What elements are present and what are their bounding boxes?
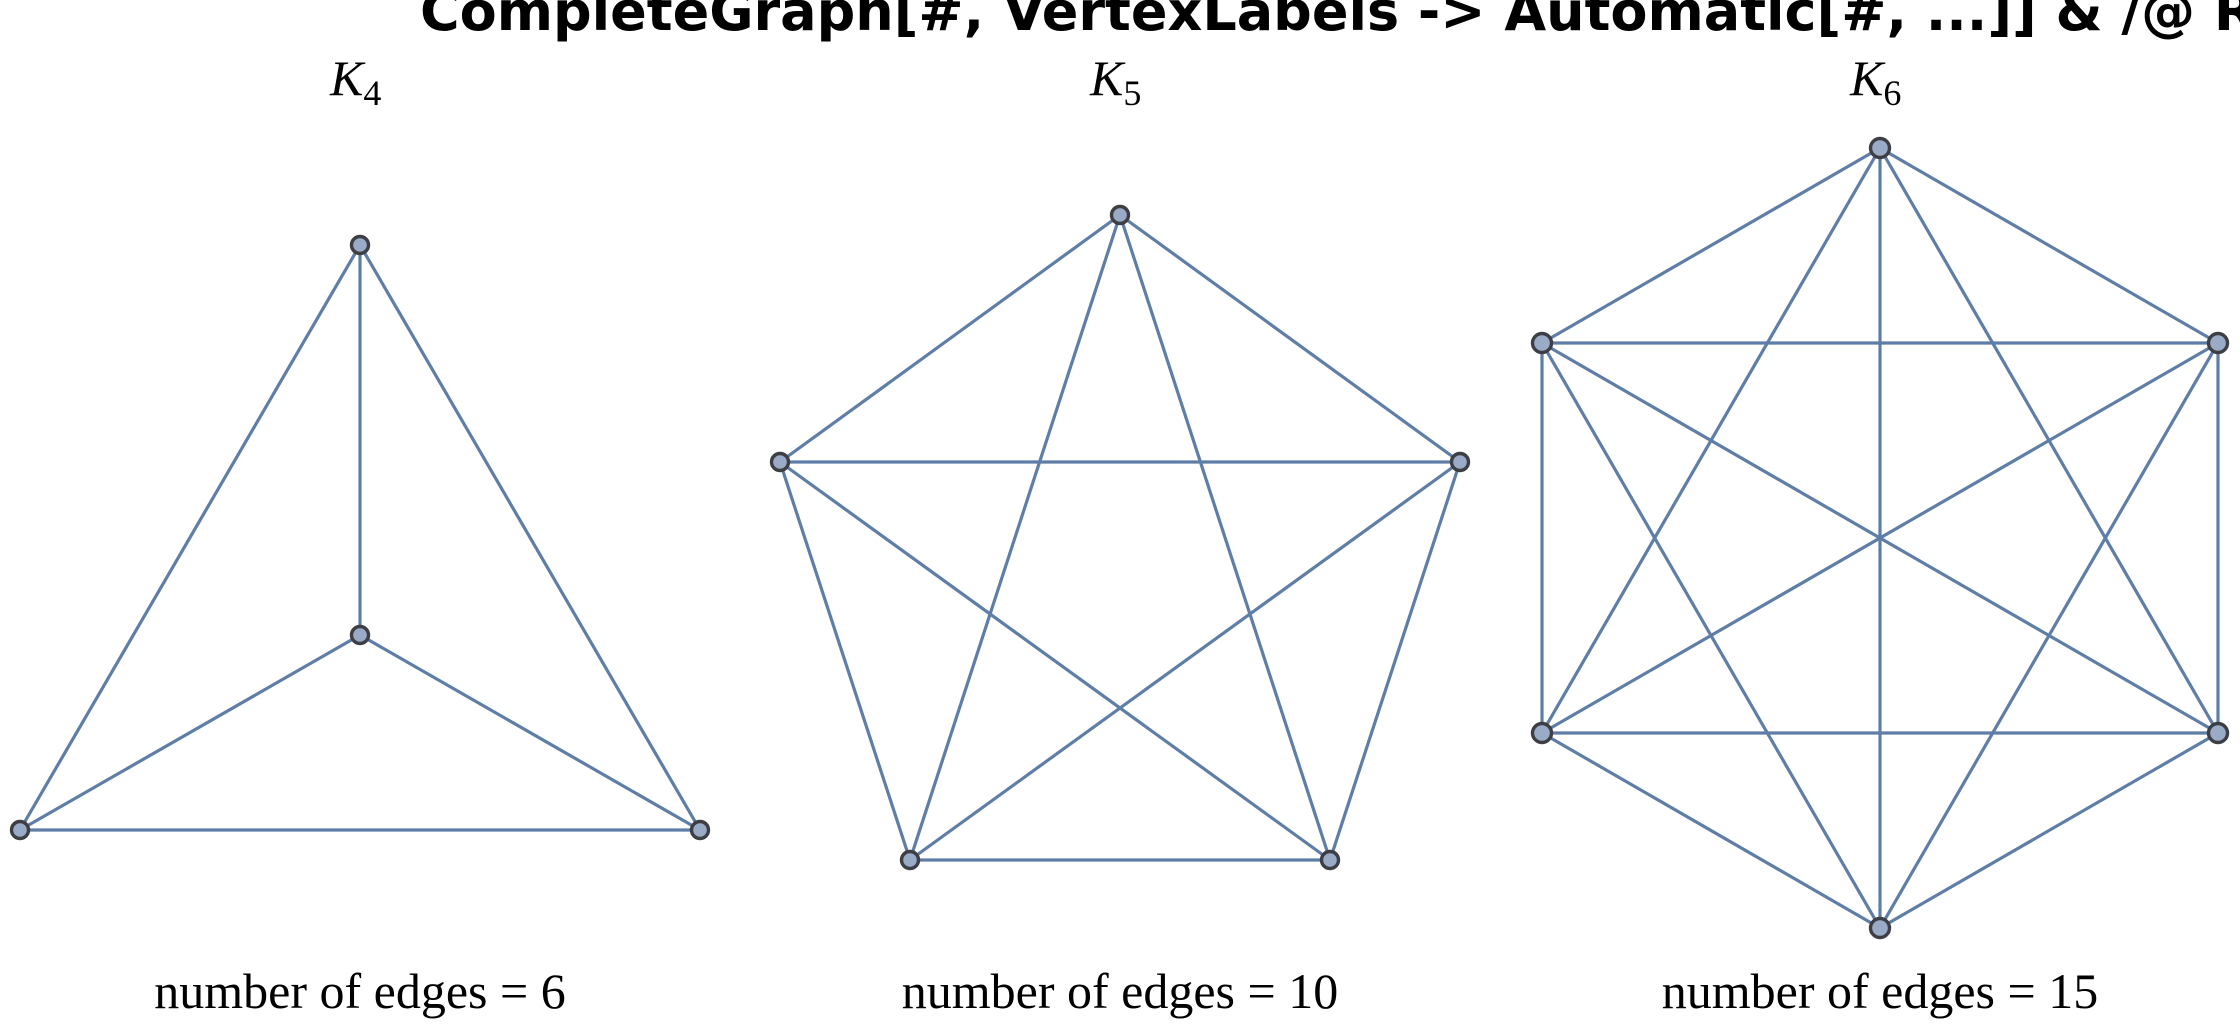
k5-edge-4-5 bbox=[778, 461, 912, 861]
k6-vertex-1 bbox=[1868, 136, 1892, 160]
graph-k4 bbox=[9, 234, 711, 841]
title-base-k4: K bbox=[329, 50, 366, 106]
graph-k5-vertices bbox=[769, 204, 1471, 871]
graph-k5-edges bbox=[778, 213, 1462, 862]
k6-vertex-3 bbox=[2206, 721, 2230, 745]
k6-edge-3-4 bbox=[1879, 731, 2219, 930]
k6-vertex-5 bbox=[1530, 721, 1554, 745]
k6-edge-1-6 bbox=[1541, 146, 1881, 345]
k4-vertex-2 bbox=[349, 624, 371, 646]
k5-edge-1-4 bbox=[908, 214, 1122, 861]
k5-edge-1-3 bbox=[1118, 214, 1332, 861]
k5-edge-1-2 bbox=[1119, 213, 1461, 464]
graph-k4-vertices bbox=[9, 234, 711, 841]
k5-vertex-1 bbox=[1109, 204, 1131, 226]
k6-edge-4-5 bbox=[1541, 731, 1881, 930]
k4-edge-2-3 bbox=[19, 633, 361, 832]
top-code-line: CompleteGraph[#, VertexLabels -> Automat… bbox=[420, 0, 2240, 43]
title-base-k5: K bbox=[1089, 50, 1126, 106]
k6-edge-4-6 bbox=[1540, 342, 1882, 929]
k5-edge-1-5 bbox=[779, 213, 1121, 464]
graph-k5 bbox=[769, 204, 1471, 871]
k5-edge-2-4 bbox=[909, 460, 1461, 862]
graph-k6 bbox=[1530, 136, 2230, 940]
graph-k4-edges bbox=[18, 244, 702, 832]
title-sub-k6: 6 bbox=[1883, 73, 1901, 113]
title-sub-k4: 4 bbox=[363, 73, 381, 113]
k5-vertex-4 bbox=[899, 849, 921, 871]
k6-vertex-4 bbox=[1868, 916, 1892, 940]
k6-vertex-6 bbox=[1530, 331, 1554, 355]
k5-vertex-5 bbox=[769, 451, 791, 473]
k4-edge-1-4 bbox=[358, 244, 702, 831]
title-base-k6: K bbox=[1849, 50, 1886, 106]
caption-k4: number of edges = 6 bbox=[154, 963, 565, 1019]
k5-vertex-3 bbox=[1319, 849, 1341, 871]
k6-edge-3-6 bbox=[1541, 341, 2219, 735]
k5-edge-3-5 bbox=[779, 460, 1331, 862]
graph-k6-vertices bbox=[1530, 136, 2230, 940]
title-sub-k5: 5 bbox=[1123, 73, 1141, 113]
k5-edge-2-3 bbox=[1328, 461, 1462, 861]
k4-vertex-4 bbox=[689, 819, 711, 841]
k4-vertex-3 bbox=[9, 819, 31, 841]
k6-vertex-2 bbox=[2206, 331, 2230, 355]
caption-k6: number of edges = 15 bbox=[1662, 963, 2098, 1019]
graph-title-k5: K5 bbox=[1089, 50, 1141, 113]
graph-k6-edges bbox=[1540, 146, 2220, 930]
graph-title-k6: K6 bbox=[1849, 50, 1901, 113]
k4-edge-2-4 bbox=[359, 633, 701, 832]
graph-title-k4: K4 bbox=[329, 50, 381, 113]
k5-vertex-2 bbox=[1449, 451, 1471, 473]
k6-edge-1-2 bbox=[1879, 146, 2219, 345]
caption-k5: number of edges = 10 bbox=[902, 963, 1338, 1019]
k4-edge-1-3 bbox=[18, 244, 362, 831]
k4-vertex-1 bbox=[349, 234, 371, 256]
